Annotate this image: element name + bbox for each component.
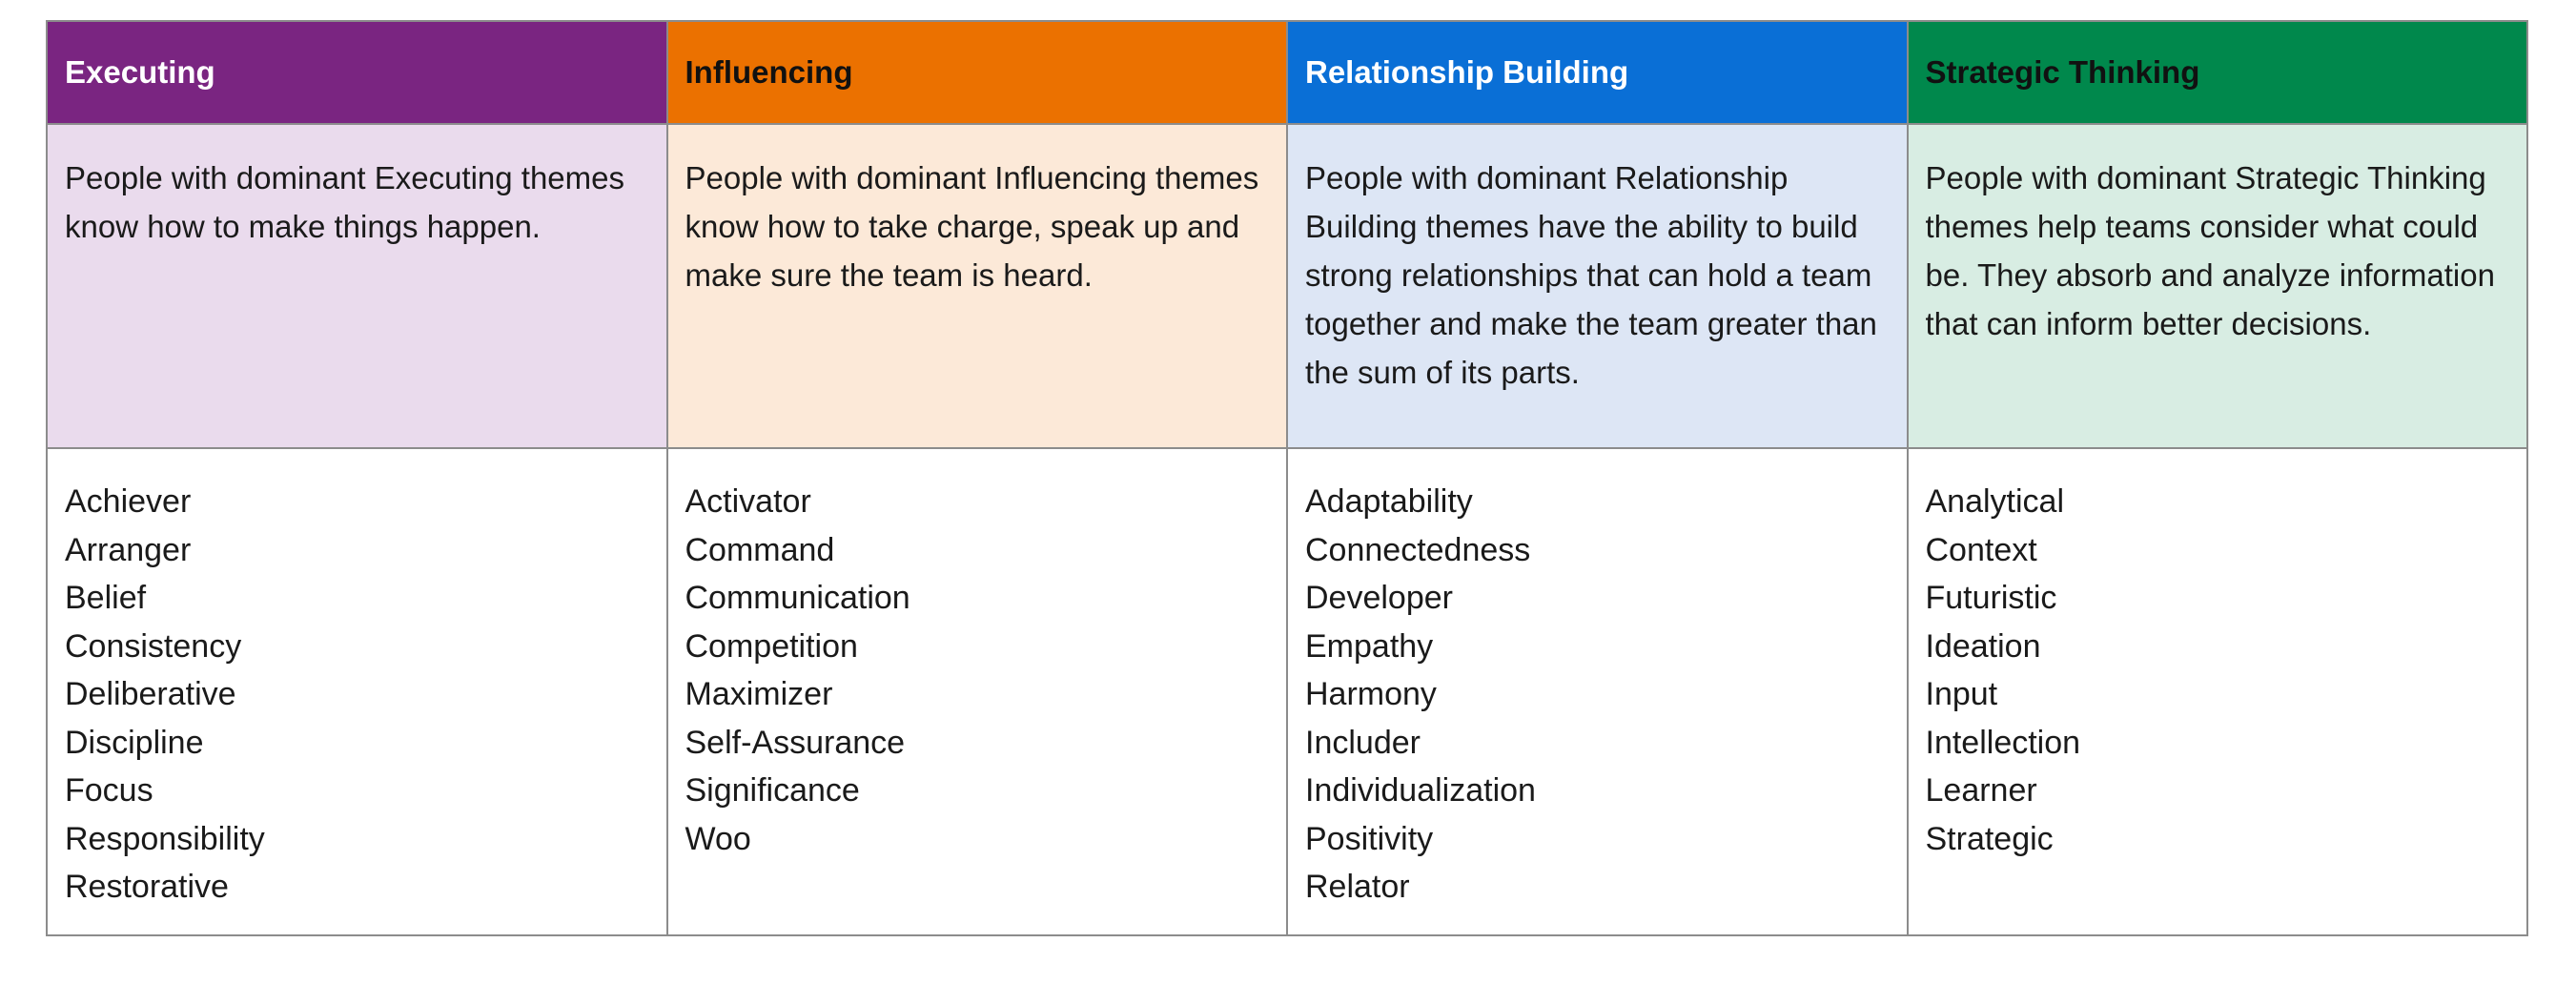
- theme-item: Woo: [685, 820, 751, 857]
- description-row: People with dominant Executing themes kn…: [46, 123, 2528, 449]
- themes-relationship-building-list: Adaptability Connectedness Developer Emp…: [1305, 478, 1890, 912]
- themes-executing-cell: Achiever Arranger Belief Consistency Del…: [46, 447, 668, 936]
- theme-item: Strategic: [1925, 820, 2054, 857]
- theme-item: Connectedness: [1305, 531, 1531, 568]
- header-executing: Executing: [46, 20, 668, 125]
- theme-item: Individualization: [1305, 772, 1536, 809]
- description-influencing-cell: People with dominant Influencing themes …: [665, 123, 1288, 449]
- theme-item: Responsibility: [65, 820, 265, 857]
- theme-item: Arranger: [65, 531, 192, 568]
- header-influencing-label: Influencing: [685, 54, 853, 90]
- theme-item: Empathy: [1305, 627, 1434, 665]
- theme-item: Maximizer: [685, 676, 833, 712]
- theme-item: Intellection: [1925, 724, 2081, 761]
- theme-item: Deliberative: [65, 676, 236, 712]
- header-strategic-thinking: Strategic Thinking: [1906, 20, 2528, 125]
- themes-strategic-thinking-list: Analytical Context Futuristic Ideation I…: [1926, 478, 2510, 863]
- theme-item: Command: [685, 531, 835, 568]
- header-strategic-thinking-label: Strategic Thinking: [1925, 54, 2200, 90]
- themes-influencing-list: Activator Command Communication Competit…: [685, 478, 1270, 863]
- description-relationship-building: People with dominant Relationship Buildi…: [1305, 160, 1877, 390]
- description-executing: People with dominant Executing themes kn…: [65, 160, 625, 244]
- themes-relationship-building-cell: Adaptability Connectedness Developer Emp…: [1286, 447, 1909, 936]
- theme-item: Significance: [685, 772, 860, 809]
- theme-item: Achiever: [65, 483, 192, 520]
- header-relationship-building: Relationship Building: [1286, 20, 1909, 125]
- theme-item: Analytical: [1925, 483, 2065, 520]
- theme-item: Ideation: [1925, 627, 2041, 665]
- header-row: Executing Influencing Relationship Build…: [46, 20, 2528, 125]
- theme-item: Self-Assurance: [685, 724, 906, 761]
- theme-item: Harmony: [1305, 676, 1437, 712]
- theme-item: Communication: [685, 580, 910, 616]
- theme-item: Input: [1925, 676, 1998, 712]
- theme-item: Relator: [1305, 869, 1410, 905]
- theme-item: Context: [1925, 531, 2037, 568]
- themes-executing-list: Achiever Arranger Belief Consistency Del…: [65, 478, 649, 912]
- themes-row: Achiever Arranger Belief Consistency Del…: [46, 447, 2528, 936]
- theme-item: Consistency: [65, 627, 242, 665]
- theme-item: Competition: [685, 627, 858, 665]
- description-executing-cell: People with dominant Executing themes kn…: [46, 123, 668, 449]
- header-relationship-building-label: Relationship Building: [1305, 54, 1629, 90]
- theme-item: Futuristic: [1925, 580, 2057, 616]
- theme-item: Positivity: [1305, 820, 1434, 857]
- description-relationship-building-cell: People with dominant Relationship Buildi…: [1286, 123, 1909, 449]
- description-strategic-thinking: People with dominant Strategic Thinking …: [1925, 160, 2495, 341]
- description-strategic-thinking-cell: People with dominant Strategic Thinking …: [1906, 123, 2528, 449]
- theme-item: Includer: [1305, 724, 1421, 761]
- theme-item: Activator: [685, 483, 811, 520]
- theme-item: Learner: [1925, 772, 2037, 809]
- theme-item: Focus: [65, 772, 153, 809]
- theme-item: Belief: [65, 580, 147, 616]
- themes-strategic-thinking-cell: Analytical Context Futuristic Ideation I…: [1906, 447, 2528, 936]
- strengths-domains-table: Executing Influencing Relationship Build…: [46, 20, 2528, 936]
- theme-item: Developer: [1305, 580, 1453, 616]
- theme-item: Discipline: [65, 724, 204, 761]
- themes-influencing-cell: Activator Command Communication Competit…: [665, 447, 1288, 936]
- theme-item: Adaptability: [1305, 483, 1473, 520]
- header-influencing: Influencing: [665, 20, 1288, 125]
- theme-item: Restorative: [65, 869, 229, 905]
- header-executing-label: Executing: [65, 54, 215, 90]
- description-influencing: People with dominant Influencing themes …: [685, 160, 1259, 293]
